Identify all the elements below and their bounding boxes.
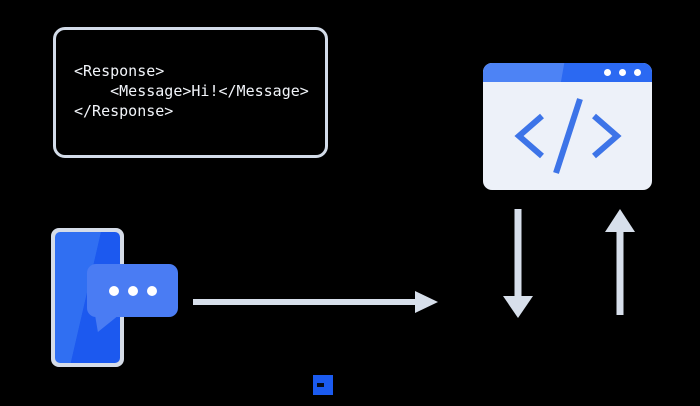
code-window-body (483, 82, 652, 190)
arrow-up-icon (605, 209, 635, 315)
code-window (483, 63, 652, 190)
bubble-dot (108, 285, 119, 296)
code-window-titlebar (483, 63, 652, 82)
arrow-down-icon (503, 209, 533, 318)
window-dot (634, 69, 641, 76)
logo-mark-dash (317, 383, 324, 387)
window-dot (604, 69, 611, 76)
chat-ellipsis-bubble-icon (87, 264, 178, 332)
window-dot (619, 69, 626, 76)
code-brackets-icon (513, 98, 622, 174)
blue-square-logo-mark (313, 375, 333, 395)
bubble-dot (127, 285, 138, 296)
twiml-code-text: <Response> <Message>Hi!</Message> </Resp… (74, 62, 309, 120)
bubble-dot (146, 285, 157, 296)
twiml-code-block: <Response> <Message>Hi!</Message> </Resp… (53, 27, 328, 158)
arrow-right-icon (193, 291, 438, 313)
